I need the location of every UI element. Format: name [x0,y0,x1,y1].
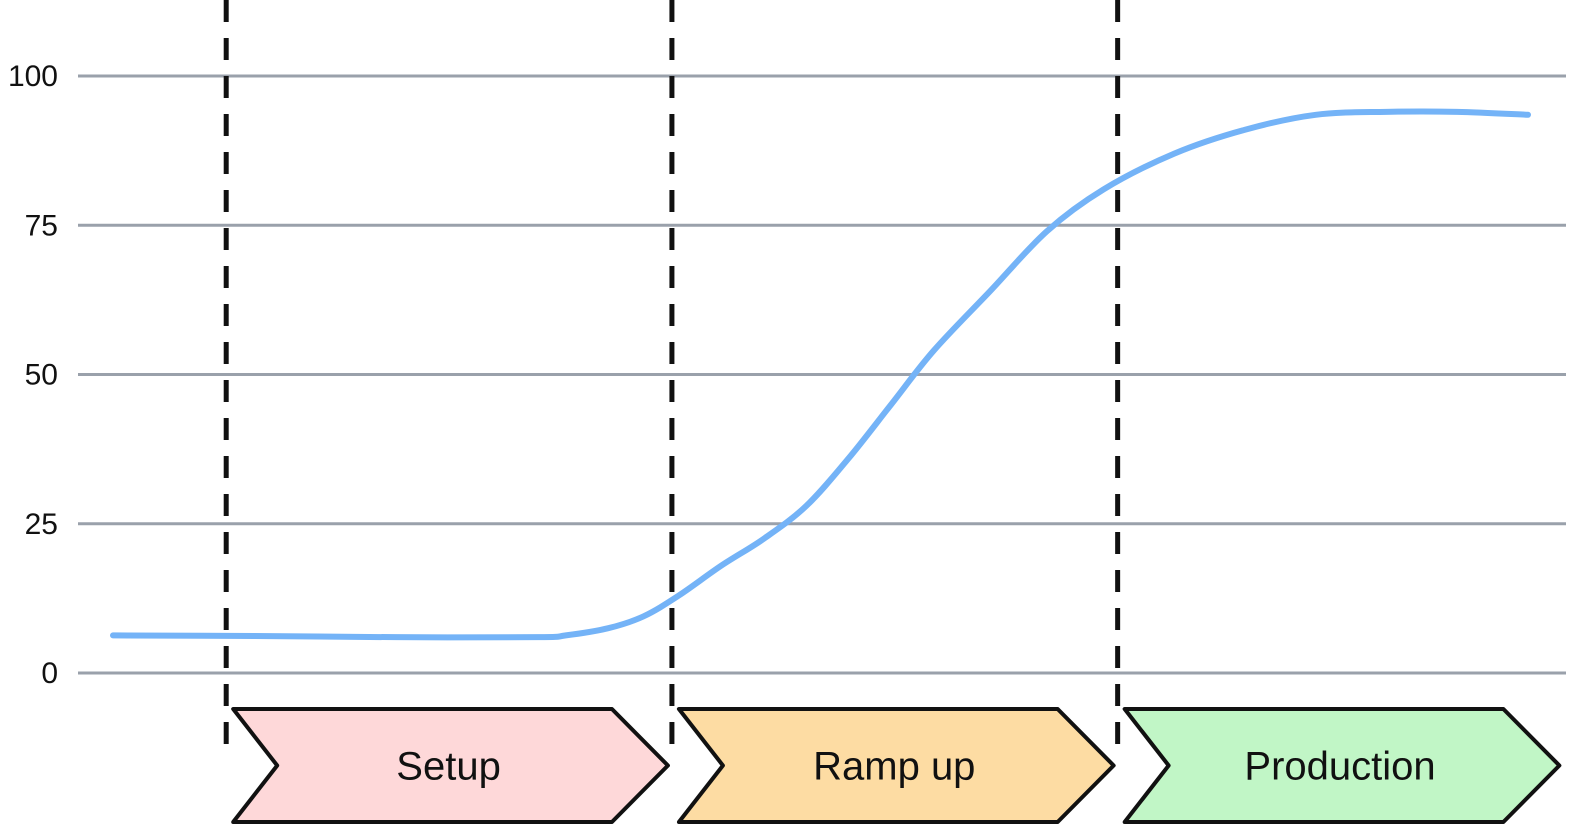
y-tick-label: 100 [8,60,58,93]
phase-label-1: Setup [396,745,501,789]
y-tick-labels: 0 25 50 75 100 [8,60,58,690]
phase-arrows: Setup Ramp up Production [231,707,1562,824]
series-line-1 [110,108,1531,641]
series-line-layer [110,108,1531,641]
phase-label-3: Production [1244,745,1435,789]
phase-label-2: Ramp up [813,745,975,789]
phase-arrow-1 [231,707,670,824]
y-tick-label: 75 [25,209,58,242]
phase-arrow-2 [676,707,1116,824]
y-tick-label: 50 [25,359,58,392]
phase-arrow-3 [1122,707,1562,824]
phase-boundaries [223,0,1121,748]
y-tick-label: 0 [41,657,58,690]
gridlines [78,74,1566,675]
y-tick-label: 25 [25,508,58,541]
